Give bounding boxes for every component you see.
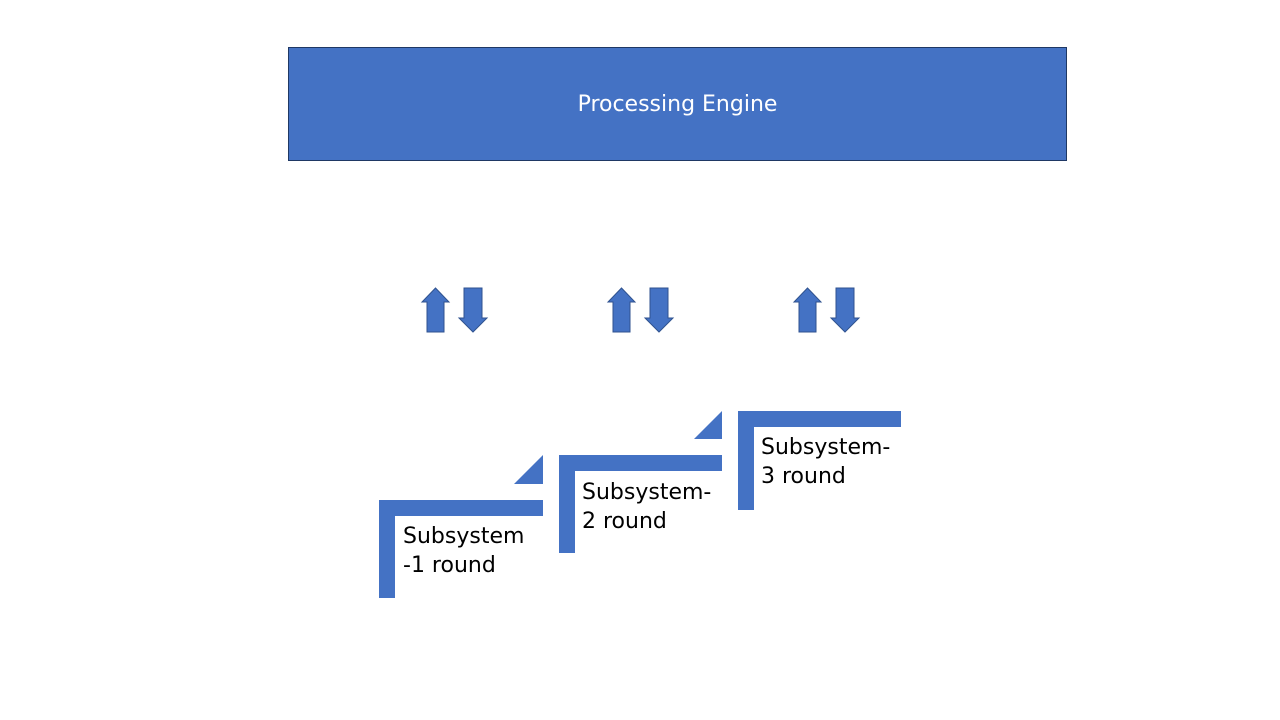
down-arrow-icon: [643, 287, 675, 333]
processing-engine-label: Processing Engine: [577, 91, 778, 117]
step-1-line1: Subsystem: [403, 524, 525, 549]
step-3-label: Subsystem- 3 round: [761, 433, 890, 491]
step-3-corner: [738, 411, 901, 510]
step-2-line1: Subsystem-: [582, 480, 712, 505]
processing-engine-box: Processing Engine: [288, 47, 1067, 161]
step-2-corner: [559, 455, 722, 553]
step-2-line2: 2 round: [582, 509, 667, 534]
step-1-corner: [379, 500, 543, 598]
up-arrow-icon: [792, 287, 823, 333]
step-1-line2: -1 round: [403, 553, 496, 578]
step-3-line2: 3 round: [761, 464, 846, 489]
step-1-label: Subsystem -1 round: [403, 522, 524, 580]
step-3-line1: Subsystem-: [761, 435, 891, 460]
step-2-triangle: [694, 411, 722, 439]
step-1-triangle: [514, 455, 543, 484]
up-arrow-icon: [420, 287, 451, 333]
step-2-label: Subsystem- 2 round: [582, 478, 711, 536]
down-arrow-icon: [829, 287, 861, 333]
down-arrow-icon: [457, 287, 489, 333]
up-arrow-icon: [606, 287, 637, 333]
